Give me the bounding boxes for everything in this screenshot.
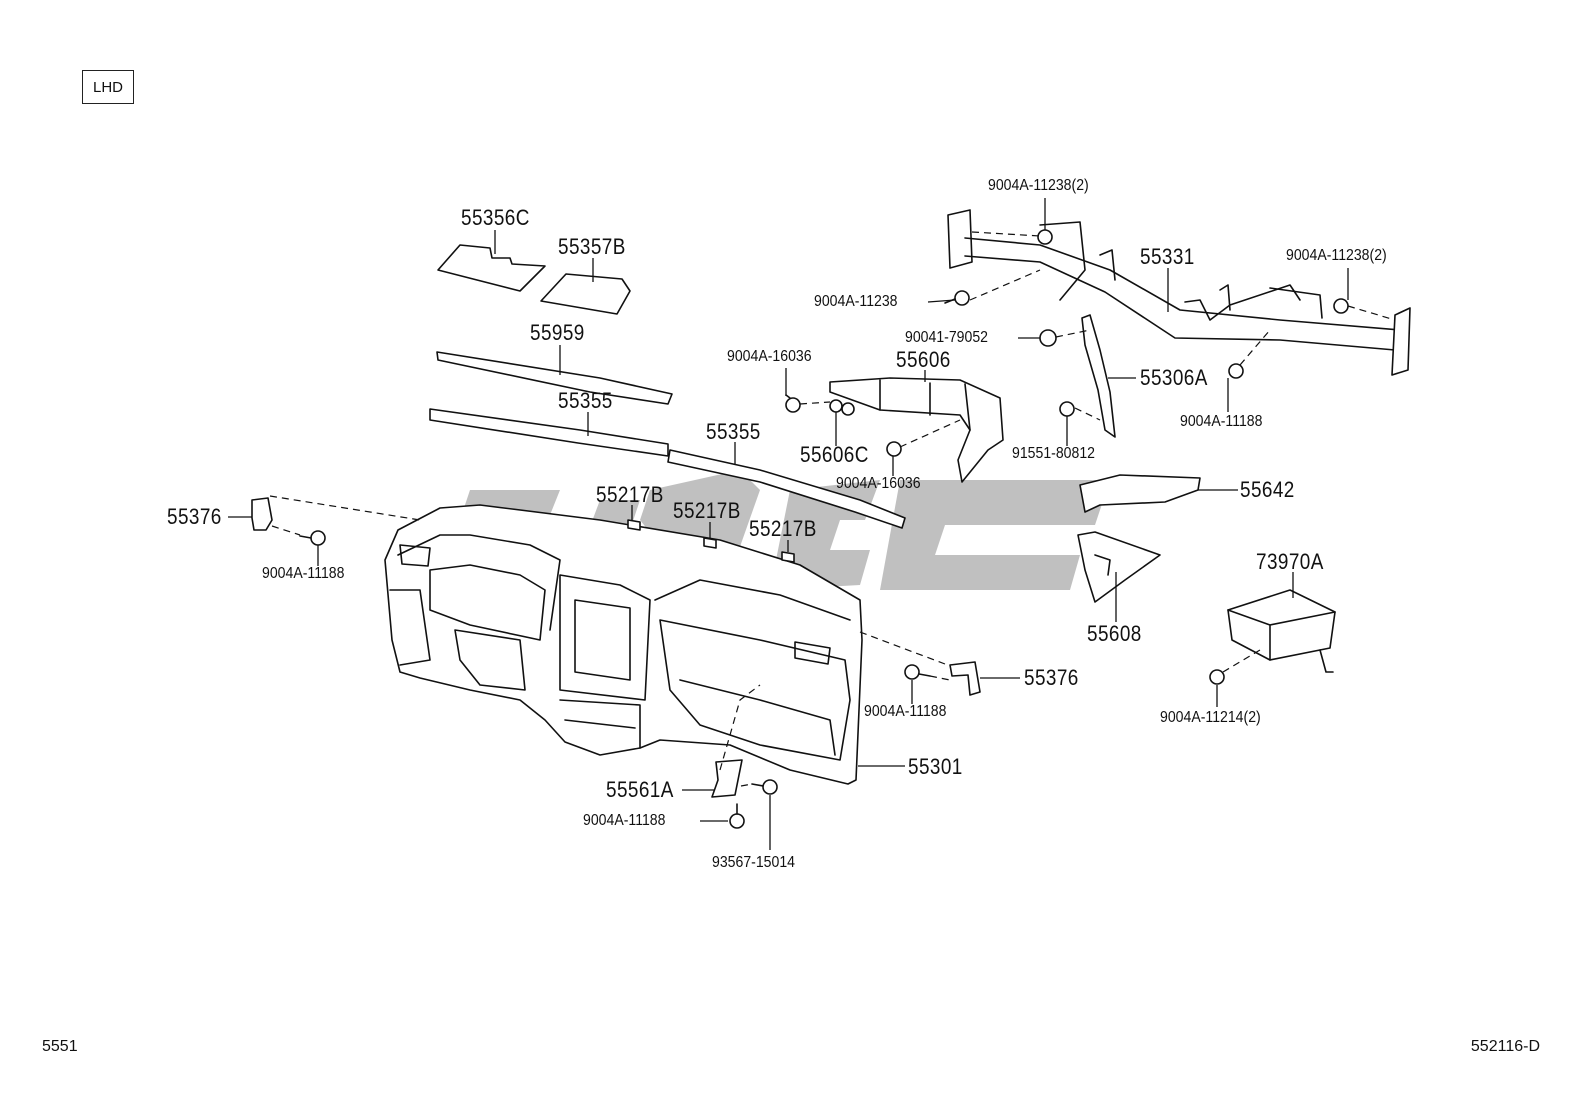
bolt-icons bbox=[299, 229, 1349, 829]
part-label-9004a-11188-bottom: 9004A-11188 bbox=[583, 812, 666, 829]
part-label-55355-left: 55355 bbox=[558, 388, 613, 413]
part-label-55376-left: 55376 bbox=[167, 504, 222, 529]
part-label-55217b-3: 55217B bbox=[749, 516, 817, 541]
page-code-right: 552116-D bbox=[1470, 1038, 1540, 1055]
garnish-55355-left bbox=[429, 408, 669, 457]
part-label-55301: 55301 bbox=[908, 754, 963, 779]
bracket-55306a bbox=[1081, 314, 1116, 438]
part-label-55642: 55642 bbox=[1240, 477, 1295, 502]
part-label-55606: 55606 bbox=[896, 347, 951, 372]
part-label-55376-right: 55376 bbox=[1024, 665, 1079, 690]
page-code-left: 5551 bbox=[42, 1038, 78, 1055]
part-label-9004a-11238-2-top: 9004A-11238(2) bbox=[988, 177, 1089, 194]
brace-55561a bbox=[711, 759, 743, 798]
part-label-91551-80812: 91551-80812 bbox=[1012, 445, 1095, 462]
part-label-55357b: 55357B bbox=[558, 234, 626, 259]
reinforcement-55331 bbox=[947, 209, 1411, 376]
part-label-55217b-2: 55217B bbox=[673, 498, 741, 523]
part-label-9004a-11188-left: 9004A-11188 bbox=[262, 565, 345, 582]
part-label-9004a-11188-right: 9004A-11188 bbox=[1180, 413, 1263, 430]
part-label-55608: 55608 bbox=[1087, 621, 1142, 646]
assembly-lines bbox=[269, 231, 1396, 787]
leader-lines bbox=[228, 198, 1349, 850]
part-label-55331: 55331 bbox=[1140, 244, 1195, 269]
part-label-55217b-1: 55217B bbox=[596, 482, 664, 507]
garnish-55355-right bbox=[667, 449, 906, 529]
part-label-90041-79052: 90041-79052 bbox=[905, 329, 988, 346]
bracket-55376-left bbox=[251, 497, 273, 531]
part-label-9004a-11238-2-right: 9004A-11238(2) bbox=[1286, 247, 1387, 264]
part-label-55355-right: 55355 bbox=[706, 419, 761, 444]
part-label-9004a-16036-bottom: 9004A-16036 bbox=[836, 475, 921, 492]
part-label-55356c: 55356C bbox=[461, 205, 530, 230]
instrument-panel-55301 bbox=[384, 504, 863, 785]
part-label-9004a-11188-mid: 9004A-11188 bbox=[864, 703, 947, 720]
part-label-9004a-11214-2: 9004A-11214(2) bbox=[1160, 709, 1261, 726]
airbag-module-73970a bbox=[1227, 589, 1336, 673]
bracket-55376-right bbox=[949, 661, 981, 696]
part-label-55959: 55959 bbox=[530, 320, 585, 345]
under-cover-55642 bbox=[1079, 474, 1201, 513]
side-panel-55608 bbox=[1077, 531, 1161, 603]
part-label-55306a: 55306A bbox=[1140, 365, 1208, 390]
defroster-nozzle-55959 bbox=[436, 351, 673, 405]
clip-55217b-3 bbox=[781, 551, 795, 563]
part-label-9004a-11238: 9004A-11238 bbox=[814, 293, 898, 310]
part-label-93567-15014: 93567-15014 bbox=[712, 854, 795, 871]
clip-55217b-2 bbox=[703, 537, 717, 549]
insulator-55357b bbox=[540, 273, 631, 315]
part-label-55561a: 55561A bbox=[606, 777, 674, 802]
part-label-9004a-16036-top: 9004A-16036 bbox=[727, 348, 812, 365]
insulator-55356c bbox=[437, 244, 546, 292]
part-label-55606c: 55606C bbox=[800, 442, 869, 467]
part-label-73970a: 73970A bbox=[1256, 549, 1324, 574]
clip-55217b-1 bbox=[627, 519, 641, 531]
lhd-badge: LHD bbox=[82, 70, 134, 104]
